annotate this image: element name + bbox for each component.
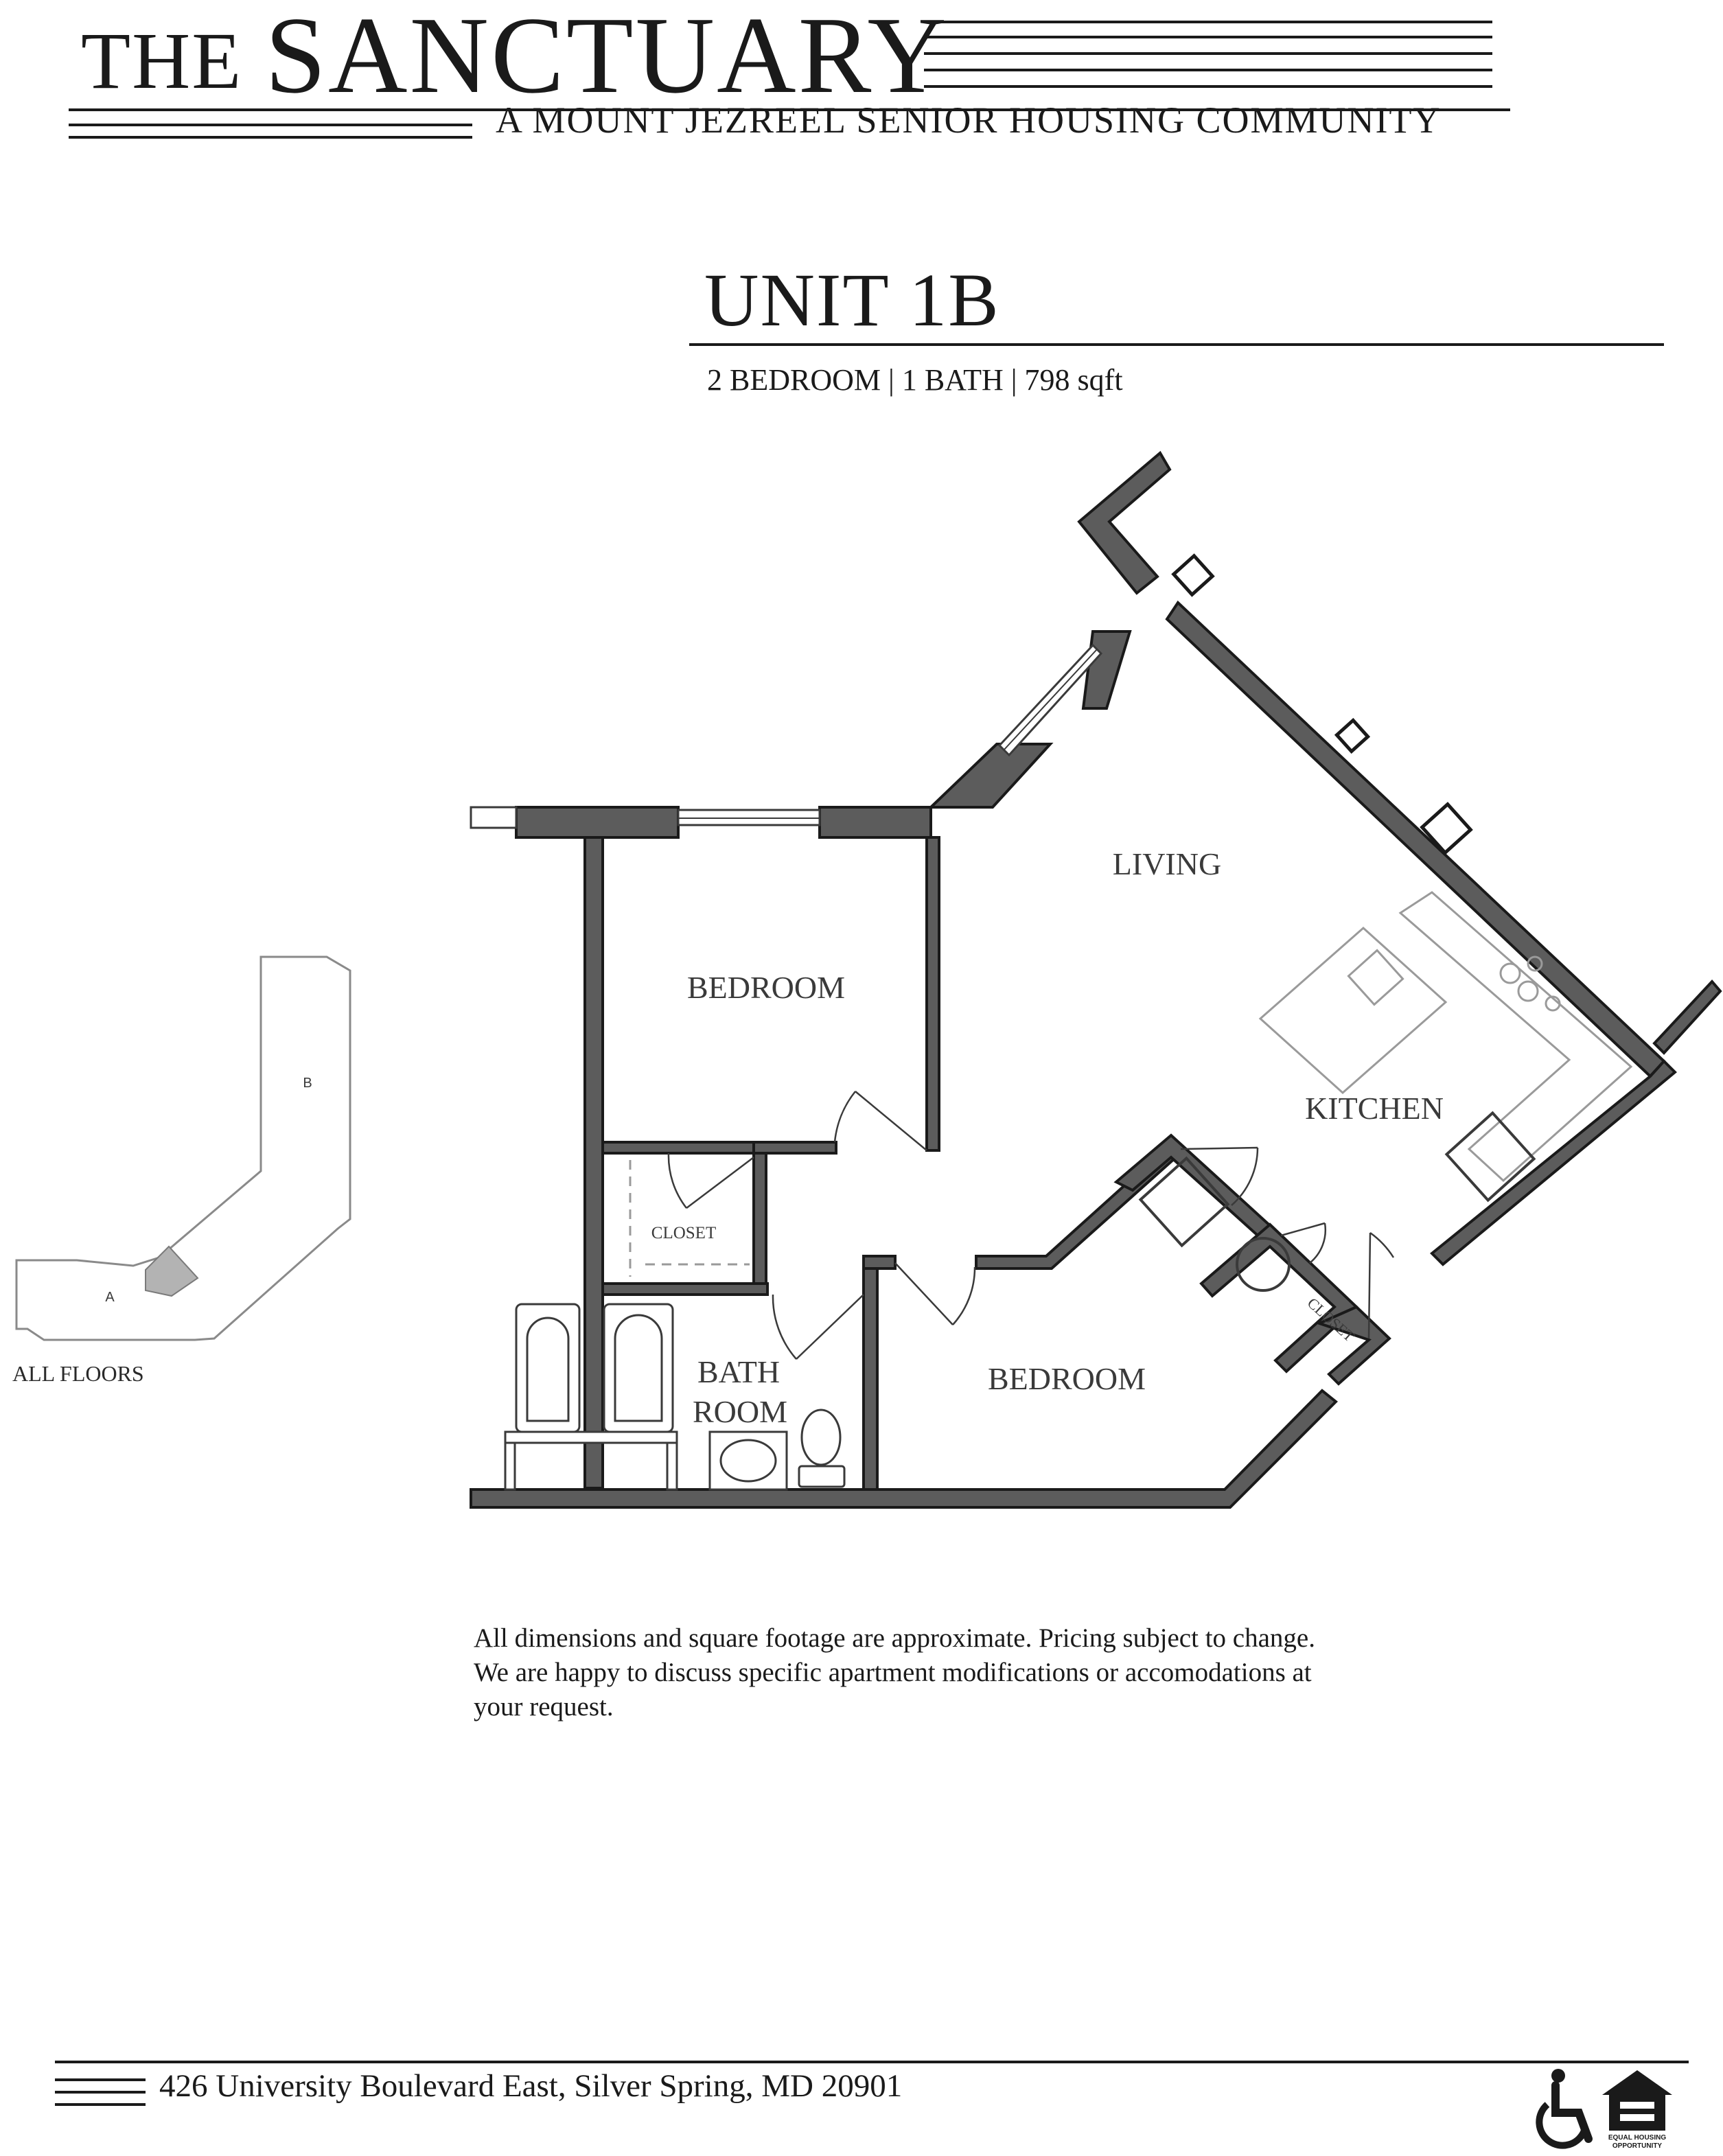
brand-the: THE	[81, 16, 243, 106]
wall-ne-diagonal	[1165, 600, 1666, 1078]
wall-closet-east	[752, 1141, 767, 1296]
room-label-living: LIVING	[1113, 846, 1221, 881]
footer-divider	[55, 2061, 1689, 2063]
vanity-leg-1	[504, 1441, 516, 1491]
key-plan: A B ALL FLOORS	[12, 955, 351, 1386]
header-divider	[69, 108, 1510, 111]
refrigerator	[1444, 1111, 1536, 1203]
disclaimer-line-3: your request.	[474, 1692, 614, 1722]
washer	[1138, 1156, 1230, 1248]
unit-title: UNIT 1B	[704, 258, 1000, 342]
kitchen-island	[1258, 926, 1448, 1095]
wall-nw-diagonal	[1081, 630, 1132, 710]
wall-bottom	[470, 1389, 1338, 1509]
wall-top-left	[515, 806, 680, 839]
wall-top-mid	[818, 806, 932, 839]
column-2	[1334, 717, 1371, 754]
kitchen-counter	[1398, 891, 1633, 1183]
brand-name: SANCTUARY	[265, 0, 949, 116]
door-bath	[772, 1294, 864, 1360]
vanity-leg-2	[666, 1441, 678, 1491]
toilet-bowl	[800, 1409, 842, 1466]
wall-closet-top	[601, 1141, 756, 1155]
wall-bedroom1-east	[925, 836, 940, 1152]
room-label-kitchen: KITCHEN	[1305, 1091, 1444, 1126]
unit-title-rule	[689, 343, 1664, 346]
wall-top-diagonal	[927, 743, 1054, 809]
wall-bedroom2-top	[862, 1255, 897, 1270]
room-label-closet-1: CLOSET	[651, 1224, 716, 1242]
vanity-counter	[504, 1430, 678, 1444]
key-plan-wing-a: A	[105, 1290, 115, 1305]
wall-closet-top2	[752, 1141, 837, 1155]
cooktop-burner-4	[1545, 995, 1561, 1012]
disclaimer-line-1: All dimensions and square footage are ap…	[474, 1623, 1315, 1653]
wall-closet-cluster-2	[1199, 1222, 1358, 1373]
wall-closet-2-sides	[1315, 1305, 1391, 1386]
toilet-tank	[798, 1465, 846, 1488]
door-laundry	[1180, 1146, 1259, 1206]
wheelchair-accessible-icon	[1536, 2069, 1593, 2149]
disclaimer: All dimensions and square footage are ap…	[474, 1621, 1476, 1724]
room-label-bedroom-2: BEDROOM	[988, 1361, 1146, 1396]
column-1	[1171, 553, 1215, 597]
key-plan-caption: ALL FLOORS	[12, 1361, 144, 1386]
footer-address: 426 University Boulevard East, Silver Sp…	[159, 2068, 903, 2104]
equal-housing-line-1: EQUAL HOUSING	[1608, 2134, 1667, 2142]
key-plan-unit-highlight	[145, 1245, 199, 1297]
brand-subtitle: A MOUNT JEZREEL SENIOR HOUSING COMMUNITY	[496, 100, 1442, 141]
room-label-bedroom-1: BEDROOM	[687, 970, 845, 1005]
cooktop-burner-2	[1517, 980, 1539, 1002]
bath-sink	[719, 1439, 777, 1483]
equal-housing-line-2: OPPORTUNITY	[1612, 2142, 1663, 2150]
window-top-left	[470, 806, 518, 829]
room-label-bath-1: BATH	[697, 1354, 780, 1389]
room-label-bath-2: ROOM	[693, 1394, 787, 1429]
door-closet2	[1367, 1231, 1395, 1339]
door-bedroom2	[894, 1262, 976, 1325]
wall-north-spur	[1077, 450, 1172, 595]
disclaimer-line-2: We are happy to discuss specific apartme…	[474, 1658, 1312, 1687]
wall-east-spur	[1652, 980, 1722, 1055]
wall-bath-east	[862, 1255, 879, 1491]
unit-details: 2 BEDROOM | 1 BATH | 798 sqft	[707, 363, 1123, 397]
door-bedroom1	[833, 1091, 927, 1151]
key-plan-building	[15, 955, 351, 1341]
cooktop-burner-3	[1527, 955, 1543, 972]
bathtub-1	[515, 1303, 581, 1433]
water-heater	[1236, 1237, 1291, 1292]
cooktop-burner-1	[1499, 962, 1521, 984]
kitchen-sink	[1347, 949, 1404, 1006]
column-3	[1420, 802, 1473, 855]
wall-east-kitchen	[1430, 1059, 1677, 1266]
equal-housing-opportunity-icon: EQUAL HOUSING OPPORTUNITY	[1599, 2067, 1675, 2153]
wall-bath-top	[601, 1282, 769, 1296]
wall-bedroom1-west	[583, 836, 604, 1490]
key-plan-wing-b: B	[303, 1076, 312, 1091]
door-water	[1280, 1222, 1326, 1264]
door-closet	[667, 1152, 754, 1209]
